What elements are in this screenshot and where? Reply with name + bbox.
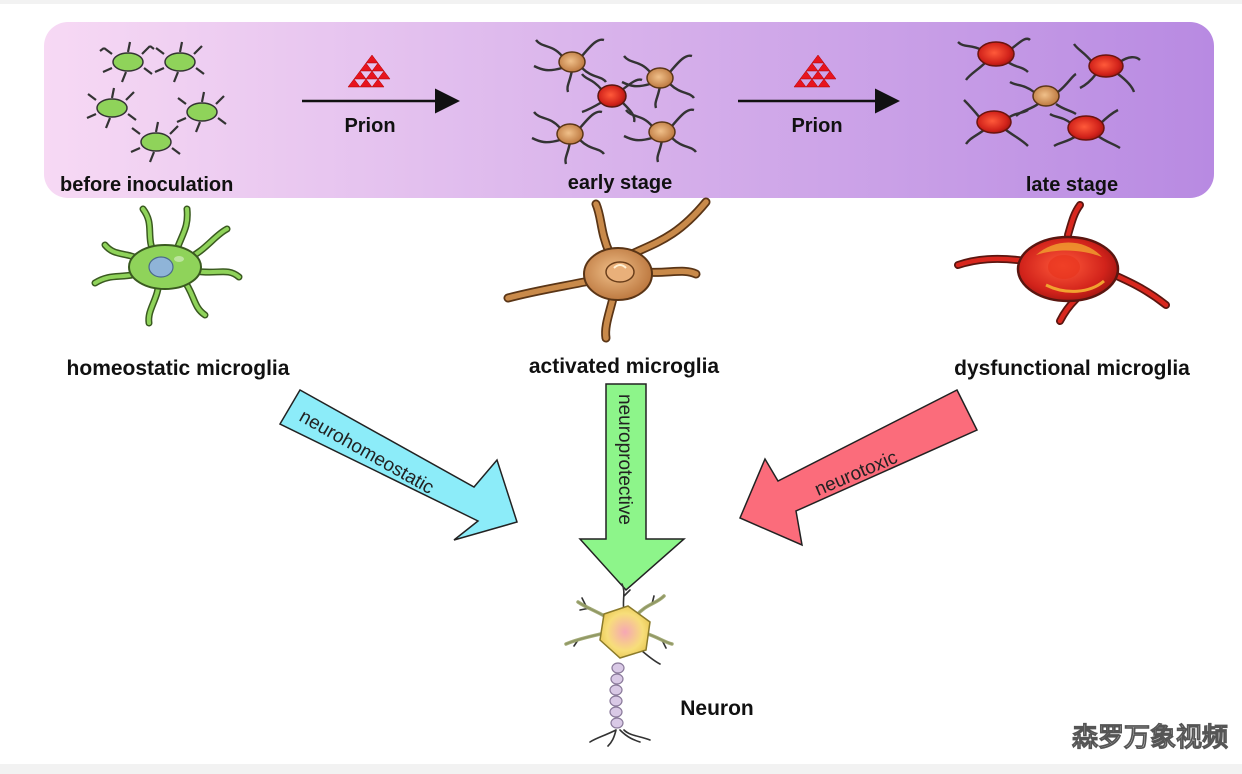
prion-aggregate-icon xyxy=(347,54,391,88)
dysfunctional-microglia-icon xyxy=(954,201,1170,325)
neurohomeostatic-label: neurohomeostatic xyxy=(296,406,438,499)
prion-label-2: Prion xyxy=(791,115,842,137)
neuron-label: Neuron xyxy=(680,697,754,720)
activated-microglia-label: activated microglia xyxy=(529,355,720,378)
top-border xyxy=(0,0,1242,4)
small-dysfunctional-microglia-group xyxy=(957,37,1141,150)
bottom-border xyxy=(0,764,1242,774)
homeostatic-microglia-label: homeostatic microglia xyxy=(67,357,290,380)
activated-microglia-icon xyxy=(503,197,711,343)
early-stage-label: early stage xyxy=(568,172,673,194)
late-stage-label: late stage xyxy=(1026,174,1118,196)
homeostatic-microglia-icon xyxy=(91,205,243,327)
neurohomeostatic-arrow: neurohomeostatic xyxy=(278,388,518,541)
neuron-icon xyxy=(564,583,674,747)
small-activated-microglia-group xyxy=(531,38,697,165)
neuroprotective-label: neuroprotective xyxy=(614,394,635,525)
watermark-text: 森罗万象视频 xyxy=(1072,722,1228,753)
prion-aggregate-icon xyxy=(793,54,837,88)
prion-label-1: Prion xyxy=(344,115,395,137)
neurotoxic-arrow: neurotoxic xyxy=(739,388,979,547)
before-inoculation-label: before inoculation xyxy=(60,174,233,196)
neuroprotective-arrow: neuroprotective xyxy=(578,383,686,592)
dysfunctional-microglia-label: dysfunctional microglia xyxy=(954,357,1190,380)
small-homeostatic-microglia-group xyxy=(86,41,227,163)
